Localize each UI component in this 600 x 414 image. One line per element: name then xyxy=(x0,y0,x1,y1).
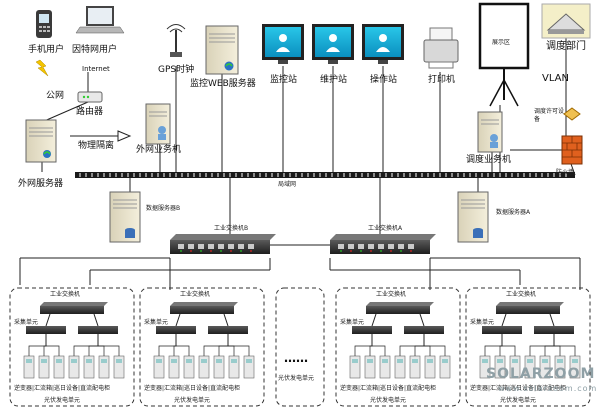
watermark-logo: SOLARZOOM xyxy=(486,366,596,382)
dispatch-permit-device-label: 调度许可设备 xyxy=(534,108,565,123)
pv-unit-boxes xyxy=(9,287,591,407)
firewall-label: 防火墙 xyxy=(556,169,575,176)
unit4-collector-label: 采集单元 xyxy=(470,319,495,326)
firewall-icon xyxy=(561,135,583,165)
physical-isolation-label: 物理隔离 xyxy=(78,141,115,151)
external-server-icon xyxy=(25,119,57,163)
gps-antenna-icon xyxy=(166,24,186,57)
monitor-web-server-label: 监控WEB服务器 xyxy=(190,79,256,89)
dispatch-dept-label: 调度部门 xyxy=(546,41,586,52)
vlan-label: VLAN xyxy=(542,73,569,84)
unit2-switch-label: 工业交换机 xyxy=(180,291,211,298)
printer-label: 打印机 xyxy=(428,75,456,85)
web-server-icon xyxy=(205,25,239,75)
lan-label: 局域网 xyxy=(278,181,297,188)
dispatch-permit-device-icon xyxy=(563,107,581,121)
ellipsis-label: …… xyxy=(284,351,308,365)
pv-unit-4 xyxy=(479,302,581,379)
unit2-collector-label: 采集单元 xyxy=(144,319,169,326)
lan-bus xyxy=(75,172,575,178)
unit4-name-label: 光伏发电单元 xyxy=(500,397,537,404)
dispatch-dept-icon xyxy=(541,3,591,39)
watermark-url: www.solarzoom.com xyxy=(498,384,598,393)
dispatch-business-label: 调度业务机 xyxy=(466,155,512,165)
operator-station-label: 操作站 xyxy=(370,75,398,85)
monitor-station-label: 监控站 xyxy=(270,75,298,85)
pv-unit-graphics xyxy=(23,302,581,379)
industrial-switch-b-label: 工业交换机B xyxy=(214,225,249,232)
data-server-a-icon xyxy=(457,191,489,243)
gps-clock-label: GPS时钟 xyxy=(158,65,195,75)
maintenance-station-label: 维护站 xyxy=(320,75,348,85)
unit4-switch-label: 工业交换机 xyxy=(506,291,537,298)
connection-lines xyxy=(19,30,581,290)
pv-unit-middle-label: 光伏发电单元 xyxy=(278,375,315,382)
maintenance-station-icon xyxy=(312,24,354,64)
industrial-switch-a-label: 工业交换机A xyxy=(368,225,403,232)
operator-station-icon xyxy=(362,24,404,64)
public-net-label: 公网 xyxy=(46,91,65,101)
router-label: 路由器 xyxy=(76,107,104,117)
unit3-equipment-label: 逆变器|汇流箱|巡日设备|直流配电柜 xyxy=(340,385,437,392)
unit4-equipment-label: 逆变器|汇流箱|巡日设备|直流配电柜 xyxy=(470,385,567,392)
unit2-equipment-label: 逆变器|汇流箱|巡日设备|直流配电柜 xyxy=(144,385,241,392)
display-area-label: 展示区 xyxy=(492,39,511,46)
unit1-switch-label: 工业交换机 xyxy=(50,291,81,298)
external-business-label: 外网业务机 xyxy=(136,145,182,155)
pv-unit-2 xyxy=(153,302,255,379)
mobile-phone-icon xyxy=(36,10,52,38)
mobile-user-label: 手机用户 xyxy=(28,45,65,55)
external-business-server-icon xyxy=(145,103,171,145)
laptop-icon xyxy=(75,6,125,34)
monitor-station-icon xyxy=(262,24,304,64)
unit2-name-label: 光伏发电单元 xyxy=(174,397,211,404)
unit3-switch-label: 工业交换机 xyxy=(376,291,407,298)
pv-unit-3 xyxy=(349,302,451,379)
unit3-collector-label: 采集单元 xyxy=(340,319,365,326)
unit3-name-label: 光伏发电单元 xyxy=(370,397,407,404)
dispatch-business-server-icon xyxy=(477,111,503,153)
industrial-switch-a-icon xyxy=(330,234,436,254)
wireless-signal-icon xyxy=(35,59,49,77)
external-server-label: 外网服务器 xyxy=(18,179,64,189)
unit1-collector-label: 采集单元 xyxy=(14,319,39,326)
unit1-name-label: 光伏发电单元 xyxy=(44,397,81,404)
internet-user-label: 因特网用户 xyxy=(72,45,118,55)
router-icon xyxy=(77,91,103,103)
pv-unit-1 xyxy=(23,302,125,379)
unit1-equipment-label: 逆变器|汇流箱|巡日设备|直流配电柜 xyxy=(14,385,111,392)
data-server-a-label: 数据服务器A xyxy=(496,209,531,216)
internet-label: Internet xyxy=(82,65,110,73)
printer-icon xyxy=(423,27,459,69)
projector-screen-icon xyxy=(478,2,530,107)
data-server-b-label: 数据服务器B xyxy=(146,205,181,212)
data-server-b-icon xyxy=(109,191,141,243)
industrial-switch-b-icon xyxy=(170,234,276,254)
